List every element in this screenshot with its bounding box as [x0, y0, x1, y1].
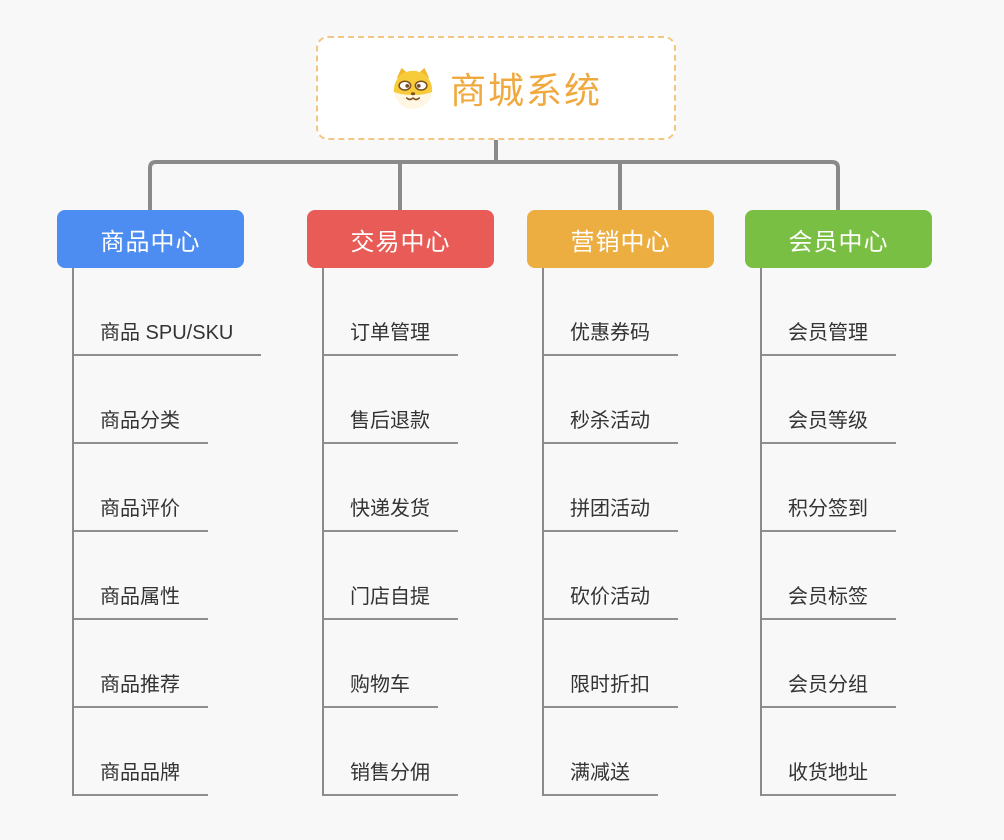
branch-node-product-center[interactable]: 商品中心 — [57, 210, 244, 268]
leaf-node[interactable]: 砍价活动 — [542, 532, 678, 620]
leaf-node[interactable]: 拼团活动 — [542, 444, 678, 532]
leaf-node[interactable]: 商品推荐 — [72, 620, 208, 708]
leaf-node[interactable]: 门店自提 — [322, 532, 458, 620]
leaf-node[interactable]: 售后退款 — [322, 356, 458, 444]
leaf-node[interactable]: 秒杀活动 — [542, 356, 678, 444]
branch-label: 营销中心 — [570, 228, 671, 256]
leaf-node[interactable]: 优惠券码 — [542, 268, 678, 356]
leaf-node[interactable]: 会员等级 — [760, 356, 896, 444]
branch-node-marketing-center[interactable]: 营销中心 — [527, 210, 714, 268]
branch-node-trade-center[interactable]: 交易中心 — [307, 210, 494, 268]
shiba-dog-icon — [390, 66, 436, 110]
branch-children-marketing-center: 优惠券码 秒杀活动 拼团活动 砍价活动 限时折扣 满减送 — [542, 268, 678, 796]
leaf-node[interactable]: 满减送 — [542, 708, 658, 796]
leaf-node[interactable]: 商品评价 — [72, 444, 208, 532]
root-node[interactable]: 商城系统 — [316, 36, 676, 140]
leaf-node[interactable]: 收货地址 — [760, 708, 896, 796]
leaf-node[interactable]: 购物车 — [322, 620, 438, 708]
leaf-node[interactable]: 销售分佣 — [322, 708, 458, 796]
leaf-node[interactable]: 会员分组 — [760, 620, 896, 708]
branch-node-member-center[interactable]: 会员中心 — [745, 210, 932, 268]
leaf-node[interactable]: 快递发货 — [322, 444, 458, 532]
branch-label: 会员中心 — [788, 228, 889, 256]
leaf-node[interactable]: 会员管理 — [760, 268, 896, 356]
leaf-node[interactable]: 商品分类 — [72, 356, 208, 444]
leaf-node[interactable]: 订单管理 — [322, 268, 458, 356]
leaf-node[interactable]: 会员标签 — [760, 532, 896, 620]
branch-label: 交易中心 — [350, 228, 451, 256]
branch-children-product-center: 商品 SPU/SKU 商品分类 商品评价 商品属性 商品推荐 商品品牌 — [72, 268, 262, 796]
root-node-label: 商城系统 — [449, 70, 602, 111]
leaf-node[interactable]: 商品属性 — [72, 532, 208, 620]
branch-label: 商品中心 — [100, 228, 201, 256]
leaf-node[interactable]: 积分签到 — [760, 444, 896, 532]
branch-bus-line — [148, 160, 840, 212]
leaf-node[interactable]: 商品 SPU/SKU — [72, 268, 262, 356]
branch-children-trade-center: 订单管理 售后退款 快递发货 门店自提 购物车 销售分佣 — [322, 268, 458, 796]
leaf-node[interactable]: 商品品牌 — [72, 708, 208, 796]
leaf-node[interactable]: 限时折扣 — [542, 620, 678, 708]
branch-children-member-center: 会员管理 会员等级 积分签到 会员标签 会员分组 收货地址 — [760, 268, 896, 796]
